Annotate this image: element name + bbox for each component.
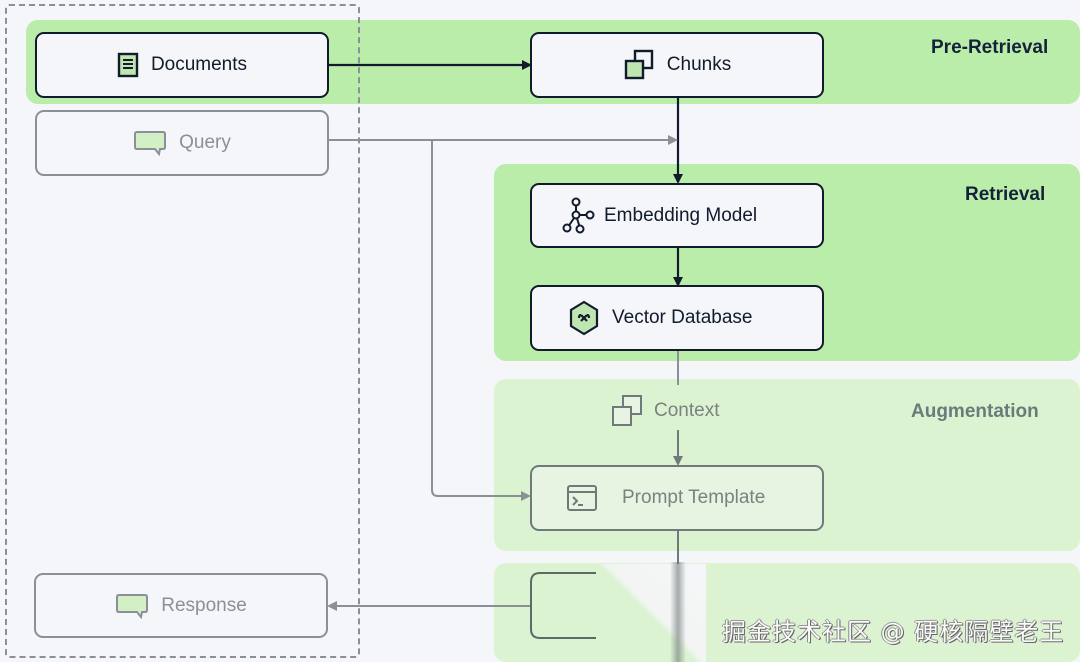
generation-band [494, 563, 1080, 662]
stacked-squares-icon [610, 394, 644, 428]
documents-label: Documents [150, 54, 248, 75]
prompt-template-label: Prompt Template [622, 487, 766, 508]
chunks-node[interactable]: Chunks [530, 32, 824, 98]
generation-node-partial [530, 572, 596, 639]
query-label: Query [179, 132, 231, 153]
augmentation-label: Augmentation [911, 401, 1039, 422]
stacked-squares-icon [623, 49, 655, 81]
document-icon [117, 52, 139, 78]
chat-bubble-icon [115, 593, 149, 619]
documents-node[interactable]: Documents [35, 32, 329, 98]
embedding-model-node[interactable]: Embedding Model [530, 183, 824, 248]
terminal-window-icon [566, 484, 598, 512]
page-curl-shadow [670, 562, 686, 662]
embedding-model-label: Embedding Model [604, 204, 758, 226]
response-label: Response [161, 594, 247, 616]
hexagon-db-icon [568, 300, 600, 336]
response-node[interactable]: Response [34, 573, 328, 638]
vector-database-node[interactable]: Vector Database [530, 285, 824, 351]
user-boundary [5, 4, 360, 658]
pre-retrieval-label: Pre-Retrieval [931, 37, 1049, 58]
network-graph-icon [562, 197, 596, 235]
prompt-template-node[interactable]: Prompt Template [530, 465, 824, 531]
chat-bubble-icon [133, 130, 167, 156]
watermark: 掘金技术社区 @ 硬核隔壁老王 [722, 618, 1065, 646]
vector-database-label: Vector Database [612, 307, 753, 328]
retrieval-label: Retrieval [965, 184, 1046, 205]
edge-query-prompt [431, 140, 531, 501]
chunks-label: Chunks [666, 54, 732, 75]
context-label: Context [654, 400, 720, 421]
query-node[interactable]: Query [35, 110, 329, 176]
context-node[interactable]: Context [610, 394, 719, 428]
page-curl-overlay [596, 564, 706, 662]
